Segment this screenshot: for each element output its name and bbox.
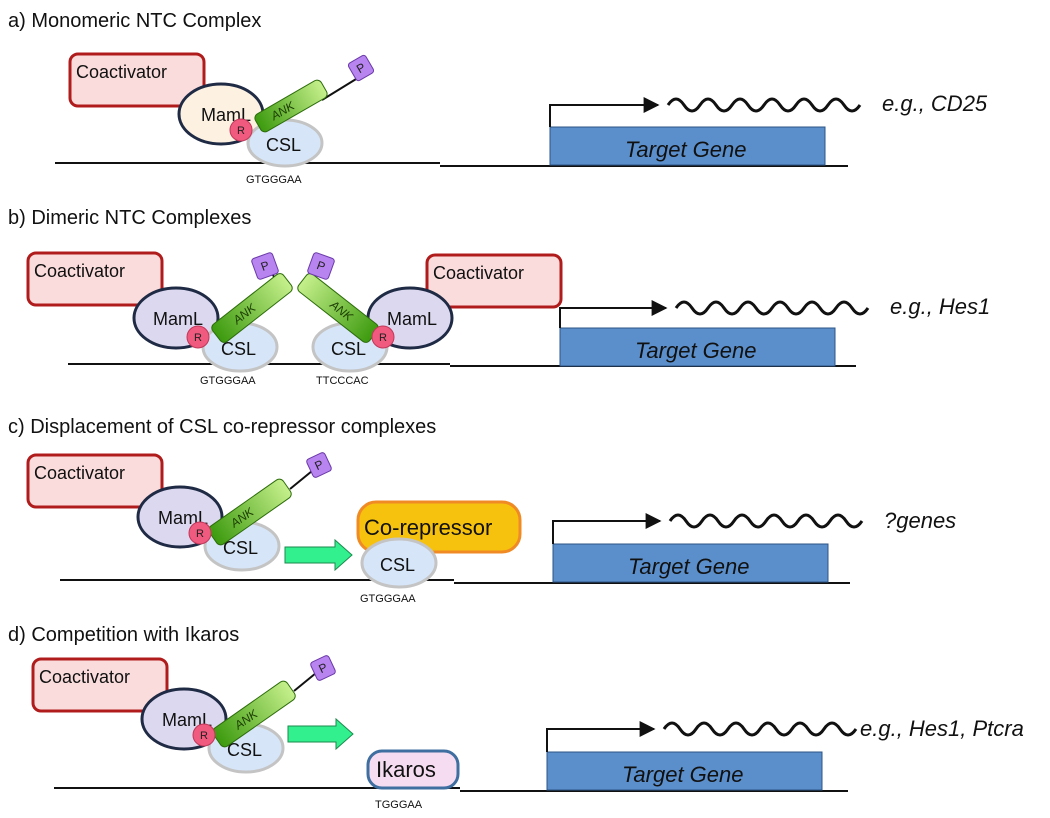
csl-label: CSL	[266, 135, 301, 155]
r-label: R	[196, 528, 204, 540]
target-gene-label: Target Gene	[625, 137, 747, 162]
coactivator-box	[31, 657, 169, 713]
maml-label-right: MamL	[387, 309, 437, 329]
panel-b-title: b) Dimeric NTC Complexes	[8, 207, 251, 229]
r-circle	[188, 521, 212, 545]
binding-sequence-right: TTCCCAC	[316, 375, 369, 387]
competition-arrow	[287, 717, 354, 751]
example-genes: e.g., Hes1	[890, 294, 990, 319]
mrna-wave	[668, 513, 864, 529]
r-circle-left	[186, 325, 210, 349]
r-circle	[229, 118, 253, 142]
panel-a: a) Monomeric NTC Complex Coactivator Mam…	[8, 10, 988, 186]
target-gene-box	[559, 327, 836, 367]
ank-domain-left	[211, 273, 293, 343]
r-label: R	[237, 125, 245, 137]
target-gene-label: Target Gene	[635, 338, 757, 363]
ikaros-label: Ikaros	[376, 757, 436, 782]
target-gene-box	[549, 126, 826, 166]
coactivator-box	[26, 453, 164, 509]
transcription-arrow	[549, 97, 660, 127]
r-label-right: R	[379, 332, 387, 344]
phospho-p-box	[310, 655, 336, 681]
mrna-wave	[674, 300, 870, 316]
coactivator-label-left: Coactivator	[34, 261, 125, 281]
csl-label: CSL	[223, 538, 258, 558]
r-label: R	[200, 730, 208, 742]
mrna-wave	[662, 721, 858, 737]
csl-label-left: CSL	[221, 339, 256, 359]
r-circle	[192, 723, 216, 747]
r-label-left: R	[194, 332, 202, 344]
coactivator-label: Coactivator	[34, 463, 125, 483]
p-linker	[293, 672, 317, 692]
panel-c: c) Displacement of CSL co-repressor comp…	[8, 416, 956, 605]
coactivator-box-right	[425, 253, 563, 309]
ank-domain	[208, 478, 292, 546]
coactivator-box-left	[26, 251, 164, 307]
r-circle-right	[371, 325, 395, 349]
ank-domain	[212, 680, 296, 748]
phospho-p-box	[347, 54, 375, 82]
ank-domain	[254, 79, 328, 133]
panel-a-title: a) Monomeric NTC Complex	[8, 10, 261, 32]
phospho-p-box-right	[307, 252, 335, 280]
coactivator-label: Coactivator	[76, 62, 167, 82]
maml-label-left: MamL	[153, 309, 203, 329]
binding-sequence: GTGGGAA	[246, 174, 302, 186]
target-gene-box	[546, 751, 823, 791]
coactivator-label-right: Coactivator	[433, 263, 524, 283]
csl-label: CSL	[227, 740, 262, 760]
phospho-p-box-left	[251, 252, 279, 280]
coactivator-label: Coactivator	[39, 667, 130, 687]
binding-sequence: TGGGAA	[375, 799, 423, 811]
transcription-arrow	[546, 721, 656, 752]
panel-b: b) Dimeric NTC Complexes Coactivator Coa…	[8, 207, 990, 387]
transcription-arrow	[559, 300, 668, 328]
binding-sequence: GTGGGAA	[360, 593, 416, 605]
csl-label-repressed: CSL	[380, 555, 415, 575]
target-gene-box	[552, 543, 829, 583]
phospho-p-box	[306, 452, 332, 478]
mrna-wave	[666, 97, 862, 113]
example-genes: e.g., CD25	[882, 91, 988, 116]
target-gene-label: Target Gene	[628, 554, 750, 579]
example-genes: ?genes	[884, 508, 956, 533]
binding-sequence-left: GTGGGAA	[200, 375, 256, 387]
transcription-arrow	[552, 513, 662, 544]
panel-c-title: c) Displacement of CSL co-repressor comp…	[8, 416, 436, 438]
panel-d-title: d) Competition with Ikaros	[8, 624, 239, 646]
displacement-arrow	[284, 538, 353, 572]
csl-label-right: CSL	[331, 339, 366, 359]
p-linker	[321, 75, 362, 101]
example-genes: e.g., Hes1, Ptcra	[860, 716, 1024, 741]
csl-oval-repressed	[360, 537, 438, 589]
p-linker	[289, 470, 313, 490]
coactivator-box	[68, 52, 206, 108]
ikaros-box	[366, 749, 460, 790]
corepressor-label: Co-repressor	[364, 515, 492, 540]
target-gene-label: Target Gene	[622, 762, 744, 787]
panel-d: d) Competition with Ikaros Coactivator M…	[8, 624, 1024, 811]
